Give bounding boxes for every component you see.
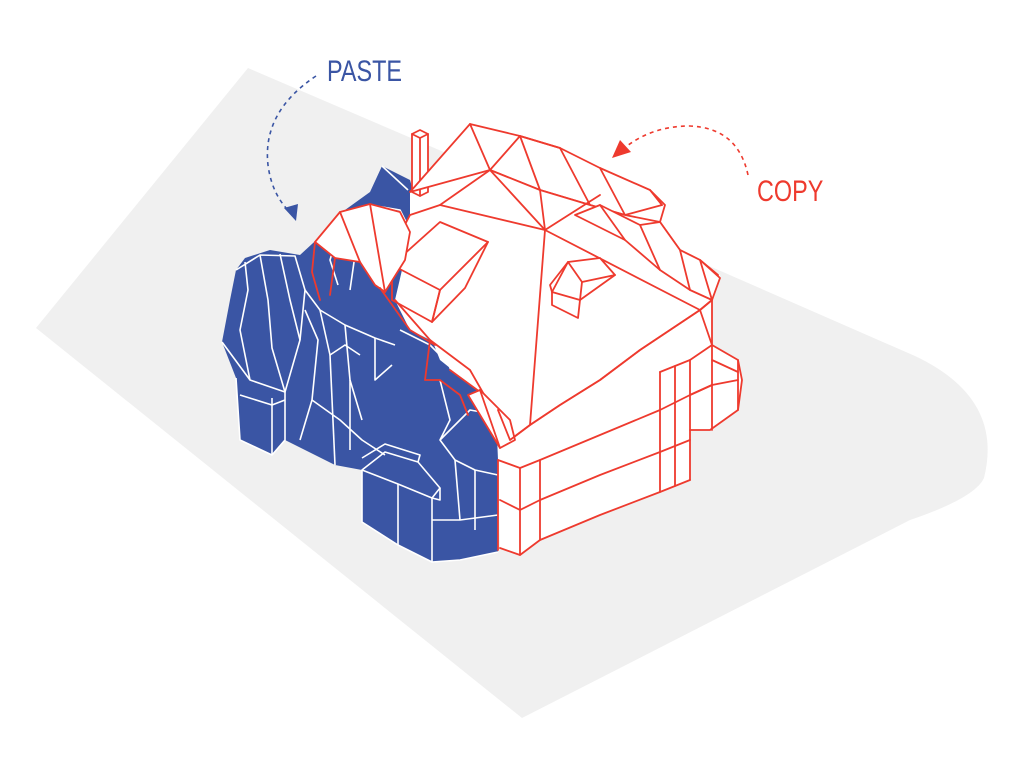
paste-silhouette <box>222 166 498 562</box>
copy-arrow-icon <box>612 125 749 176</box>
paste-arrow-icon <box>266 75 317 221</box>
paste-label: PASTE <box>327 55 402 88</box>
copy-label: COPY <box>757 175 824 208</box>
copied-house-half <box>311 123 743 556</box>
